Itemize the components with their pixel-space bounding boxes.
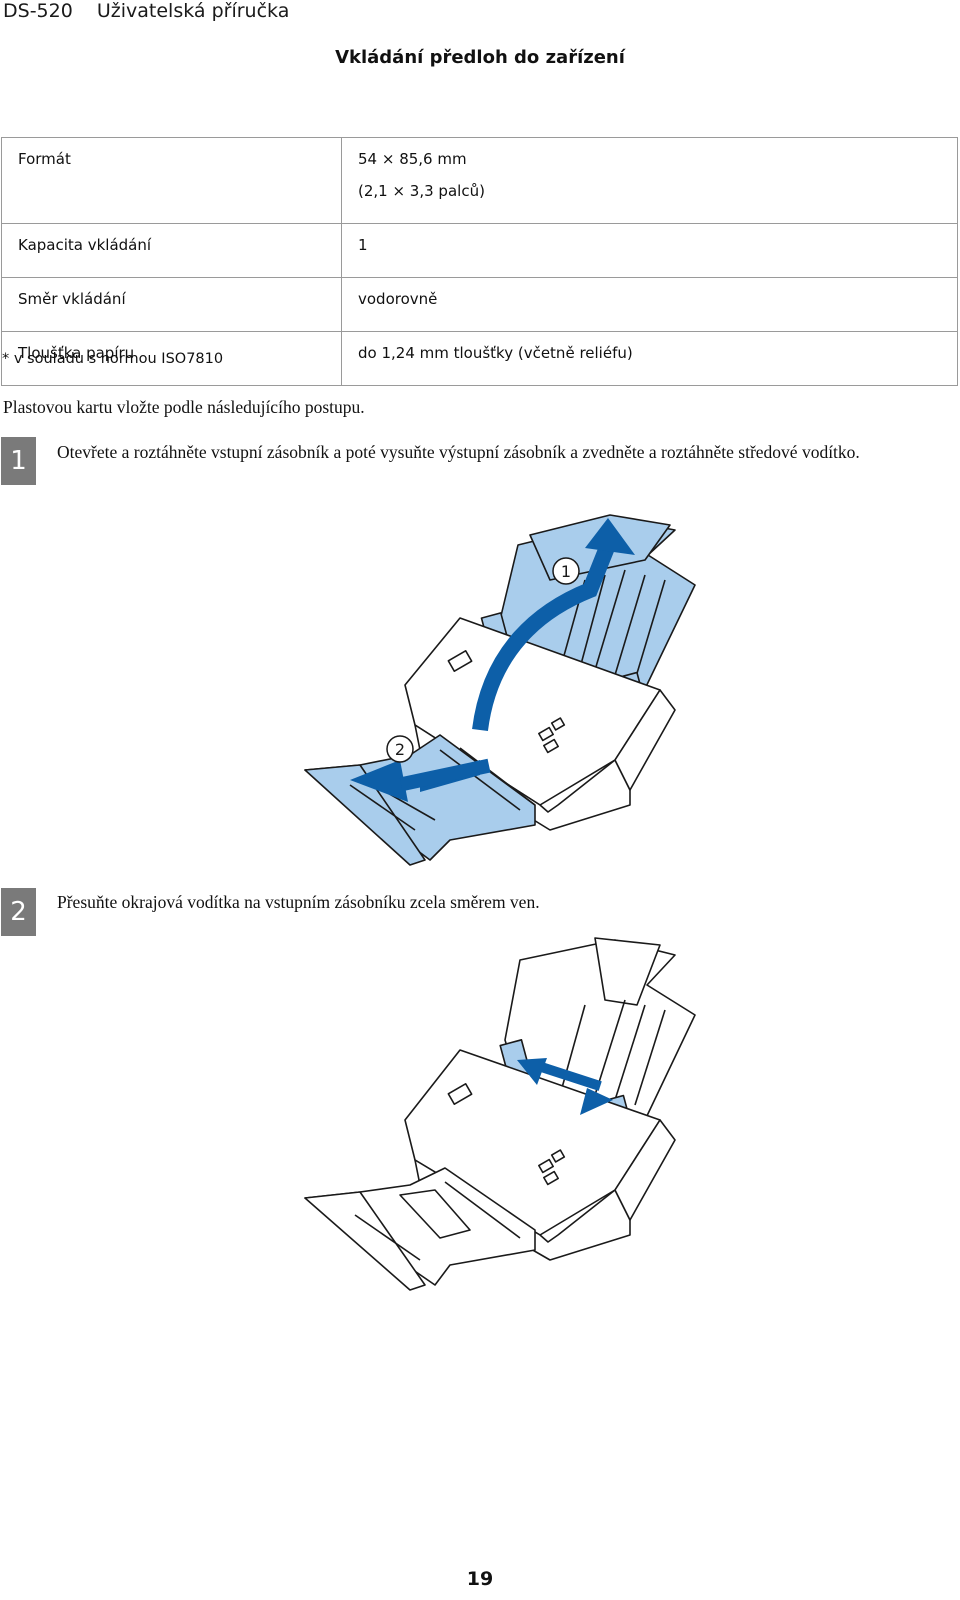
table-row: Kapacita vkládání 1 [1,223,958,278]
footnote: * v souladu s normou ISO7810 [2,351,224,367]
spec-value: do 1,24 mm tloušťky (včetně reliéfu) [341,331,958,386]
specs-table: Formát 54 × 85,6 mm (2,1 × 3,3 palců) Ka… [1,137,958,386]
table-row: Směr vkládání vodorovně [1,277,958,332]
callout-label: 2 [395,740,405,759]
step-text: Otevřete a roztáhněte vstupní zásobník a… [57,442,860,462]
spec-value: 1 [341,223,958,278]
table-row: Formát 54 × 85,6 mm (2,1 × 3,3 palců) [1,137,958,224]
scanner-illustration-edge-guides [304,937,696,1291]
spec-value-line: 54 × 85,6 mm [358,150,467,168]
spec-label: Formát [1,137,342,224]
table-row: Tloušťka papíru do 1,24 mm tloušťky (vče… [1,331,958,386]
step-text: Přesuňte okrajová vodítka na vstupním zá… [57,892,540,912]
intro-text: Plastovou kartu vložte podle následující… [3,397,365,417]
doc-code: DS-520 [3,0,73,22]
callout-label: 1 [561,562,571,581]
spec-value: vodorovně [341,277,958,332]
spec-label: Kapacita vkládání [1,223,342,278]
spec-value: 54 × 85,6 mm (2,1 × 3,3 palců) [341,137,958,224]
page-header: DS-520 Uživatelská příručka [3,0,289,22]
spec-value-line: (2,1 × 3,3 palců) [358,182,485,200]
step-number-badge: 2 [1,888,36,936]
spec-label: Tloušťka papíru [1,331,342,386]
doc-title: Uživatelská příručka [96,0,290,22]
section-title: Vkládání předloh do zařízení [335,47,625,68]
page-number: 19 [466,1568,494,1590]
step-number-badge: 1 [1,437,36,485]
scanner-illustration-open-trays: 1 2 [304,514,696,866]
spec-label: Směr vkládání [1,277,342,332]
